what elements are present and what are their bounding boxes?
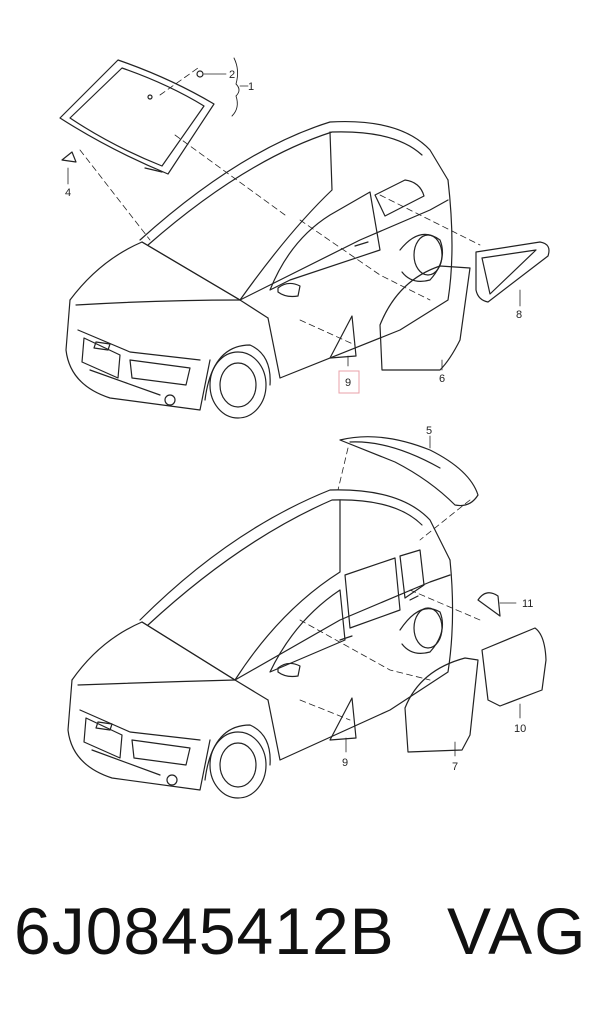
front-door-glass-7 [404,657,479,753]
callout-2: 2 [229,69,235,81]
part-number: 6J0845412B [14,894,395,968]
clip-part [196,70,204,78]
trim-piece-4 [61,151,77,163]
windscreen-leader-line [79,67,286,241]
callout-9-top: 9 [345,377,351,389]
highlight-box [338,370,360,394]
callout-11: 11 [522,598,533,610]
car-3-door [65,120,453,419]
callout-6: 6 [439,373,445,385]
quarter-triangle-glass-top [329,315,357,359]
rear-window-glass [339,436,479,507]
parts-diagram: 1 2 4 8 6 9 5 11 10 7 9 [59,57,550,799]
callout-5: 5 [426,425,432,437]
callout-4: 4 [65,187,71,199]
brand-label: VAG [447,894,588,968]
windscreen-glass [59,59,215,175]
car-5-door [67,489,454,799]
bracket-1 [231,57,240,117]
rear-quarter-glass [475,241,550,303]
callout-9-bottom: 9 [342,757,348,769]
callout-7: 7 [452,761,458,773]
callout-1: 1 [248,81,254,93]
rear-door-triangle-glass [477,592,501,617]
callout-10: 10 [514,723,526,735]
door-glass-6 [379,265,471,371]
quarter-triangle-glass-bottom [329,697,357,741]
rear-door-glass-10 [481,627,547,707]
callout-8: 8 [516,309,522,321]
